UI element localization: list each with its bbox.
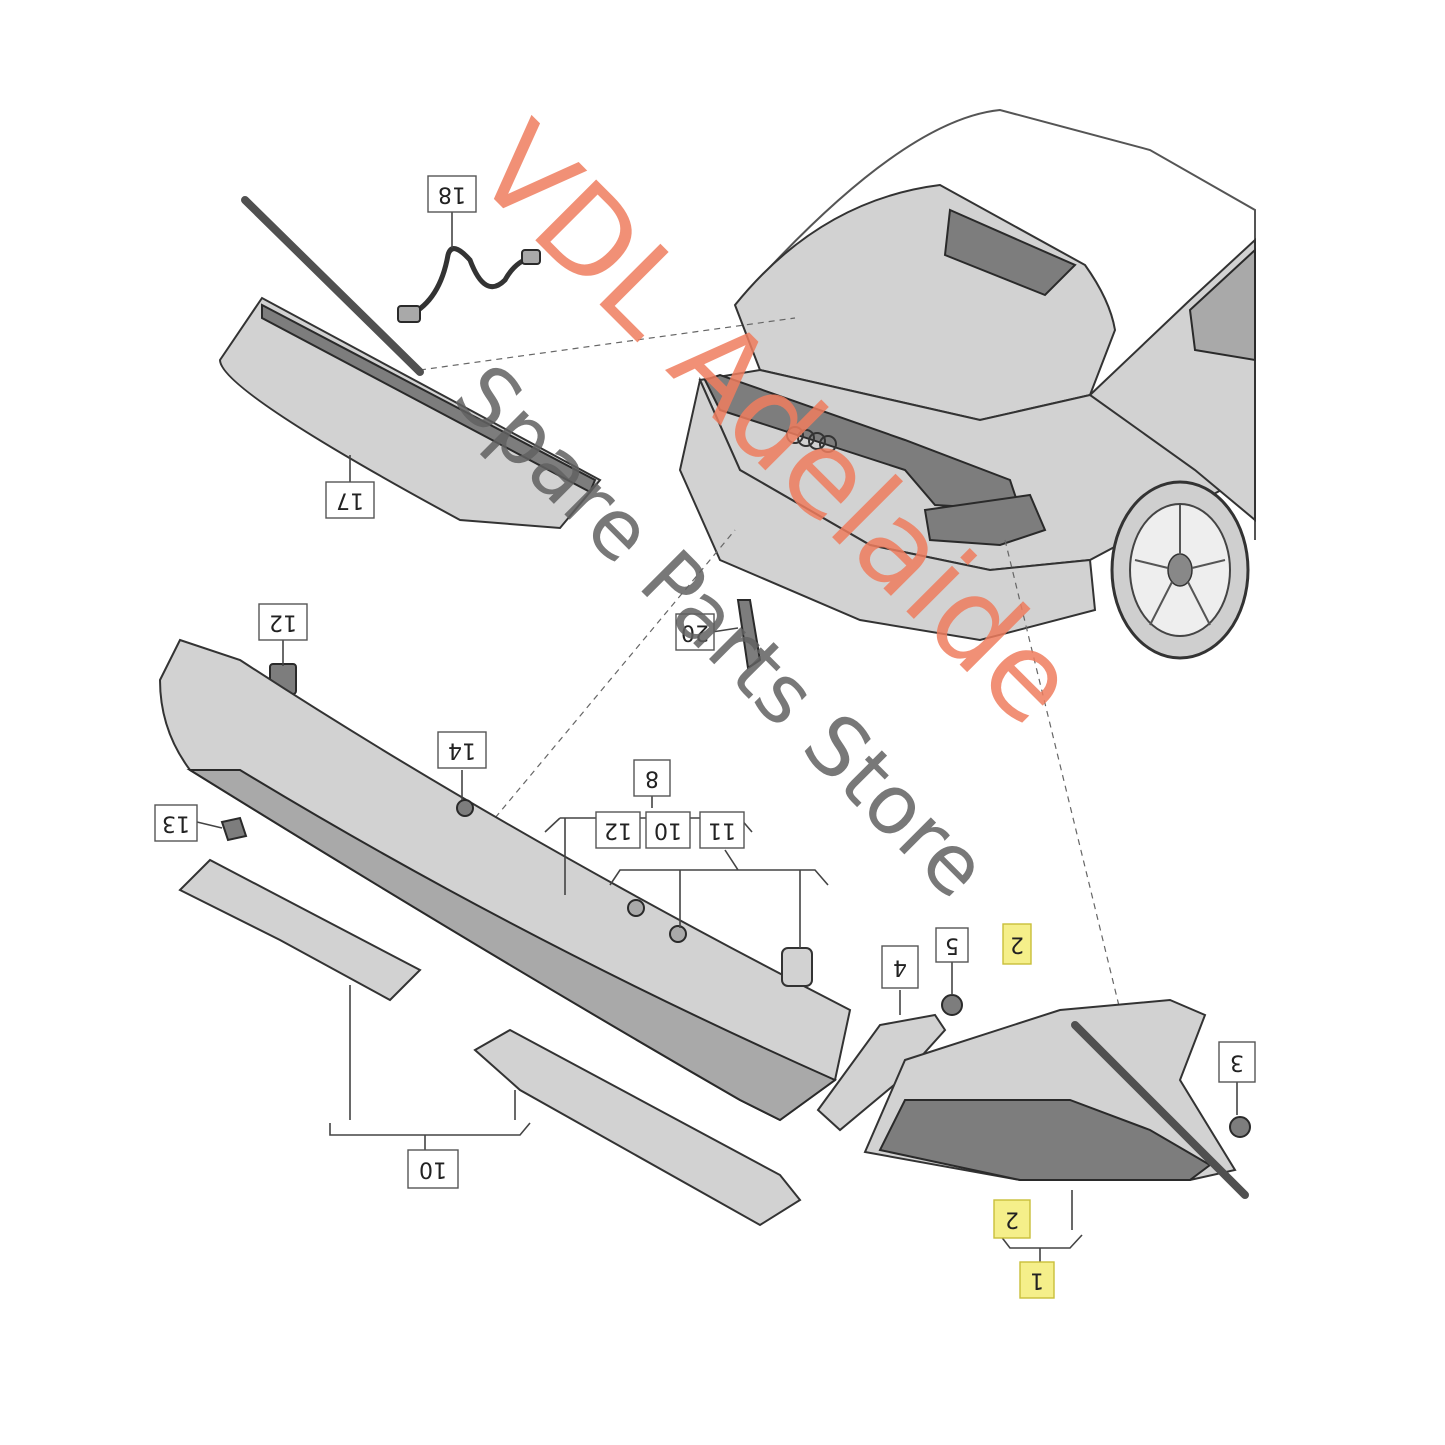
clip-part-13	[220, 816, 248, 842]
callout-label-18: 18	[438, 182, 466, 207]
screw-part-5	[941, 994, 963, 1016]
bracket-part-4	[816, 1013, 947, 1132]
callout-17: 17	[325, 481, 375, 519]
callout-4: 4	[881, 945, 919, 989]
callout-label-11: 11	[708, 818, 736, 843]
callout-label-2a: 2	[1010, 932, 1024, 957]
callout-label-13: 13	[162, 811, 190, 836]
bumper-cover-lower	[186, 769, 837, 1122]
car-wheel	[1110, 480, 1250, 660]
callout-label-3: 3	[1230, 1050, 1244, 1075]
grommet-part-2	[669, 925, 687, 943]
callout-8: 8	[633, 759, 671, 797]
callout-label-8: 8	[645, 766, 659, 791]
tail-lamp-lens	[878, 1099, 1212, 1181]
wiring-harness-part	[397, 246, 541, 323]
callout-5: 5	[935, 927, 969, 963]
callout-label-10b: 10	[419, 1157, 447, 1182]
watermark-slash-right	[1071, 1021, 1249, 1199]
bracket-part-20	[736, 599, 762, 670]
brake-light-lens	[261, 303, 597, 494]
seal-part	[781, 947, 813, 987]
callout-18: 18	[427, 175, 477, 213]
leader-lines	[196, 212, 1238, 1262]
callout-14: 14	[437, 731, 487, 769]
callout-label-20: 20	[681, 620, 709, 645]
lower-panel-right	[473, 1028, 802, 1227]
callout-2a: 2	[1002, 923, 1032, 965]
callout-label-10a: 10	[654, 818, 682, 843]
car-roof-line	[739, 108, 1256, 540]
callout-label-12b: 12	[604, 818, 632, 843]
callout-label-12a: 12	[269, 610, 297, 635]
location-lines	[419, 317, 1121, 1011]
callout-12a: 12	[258, 603, 308, 641]
callout-11: 11	[699, 811, 745, 849]
car-brake-light-window	[943, 208, 1077, 297]
callout-3: 3	[1218, 1041, 1256, 1083]
callout-label-1: 1	[1030, 1268, 1044, 1293]
car-tail-lamp	[923, 493, 1047, 547]
callout-2b: 2	[993, 1199, 1031, 1239]
grommet-part	[627, 899, 645, 917]
callout-13: 13	[154, 804, 198, 842]
callout-1: 1	[1019, 1261, 1055, 1299]
callout-label-5: 5	[945, 933, 959, 958]
car-side-window	[1188, 247, 1256, 362]
audi-logo	[786, 426, 837, 453]
car-illustration	[678, 108, 1256, 660]
callout-12b: 12	[595, 811, 641, 849]
callout-20: 20	[675, 613, 715, 651]
callout-10b: 10	[407, 1149, 459, 1189]
car-bumper	[678, 376, 1097, 642]
callout-10a: 10	[645, 811, 691, 849]
watermark-slash-left	[241, 196, 424, 376]
nut-part-3	[1229, 1116, 1251, 1138]
callout-label-2b: 2	[1005, 1207, 1019, 1232]
brake-light-part	[218, 296, 602, 530]
nut-part-14	[456, 799, 474, 817]
lower-panel-left	[178, 858, 422, 1002]
callout-label-17: 17	[336, 488, 364, 513]
callout-label-14: 14	[448, 738, 476, 763]
callout-label-4: 4	[893, 955, 907, 980]
